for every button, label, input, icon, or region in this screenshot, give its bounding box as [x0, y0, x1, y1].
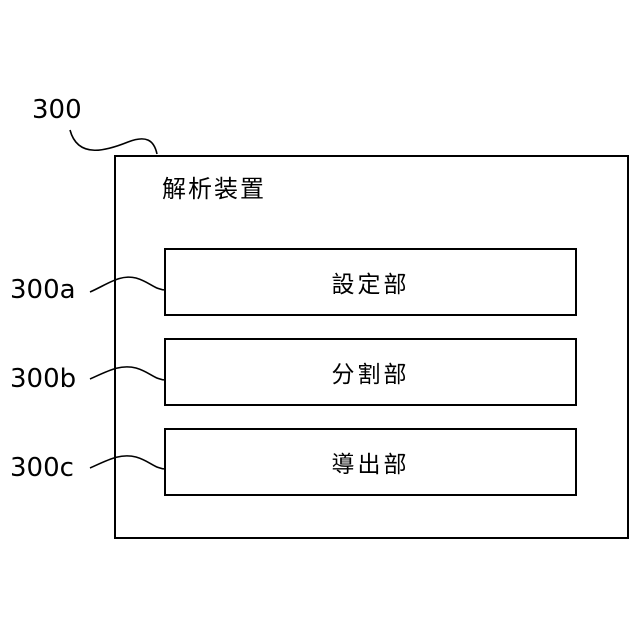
unit-a-reference-label: 300a: [10, 277, 76, 303]
setting-unit-block: 設定部: [164, 248, 577, 316]
derivation-unit-block: 導出部: [164, 428, 577, 496]
division-unit-label: 分割部: [332, 355, 410, 389]
derivation-unit-label: 導出部: [332, 445, 410, 479]
analysis-device-title: 解析装置: [162, 169, 266, 204]
leader-line-device: [70, 130, 157, 154]
division-unit-block: 分割部: [164, 338, 577, 406]
setting-unit-label: 設定部: [332, 265, 410, 299]
unit-c-reference-label: 300c: [10, 455, 74, 481]
device-reference-label: 300: [32, 97, 82, 123]
unit-b-reference-label: 300b: [10, 366, 76, 392]
